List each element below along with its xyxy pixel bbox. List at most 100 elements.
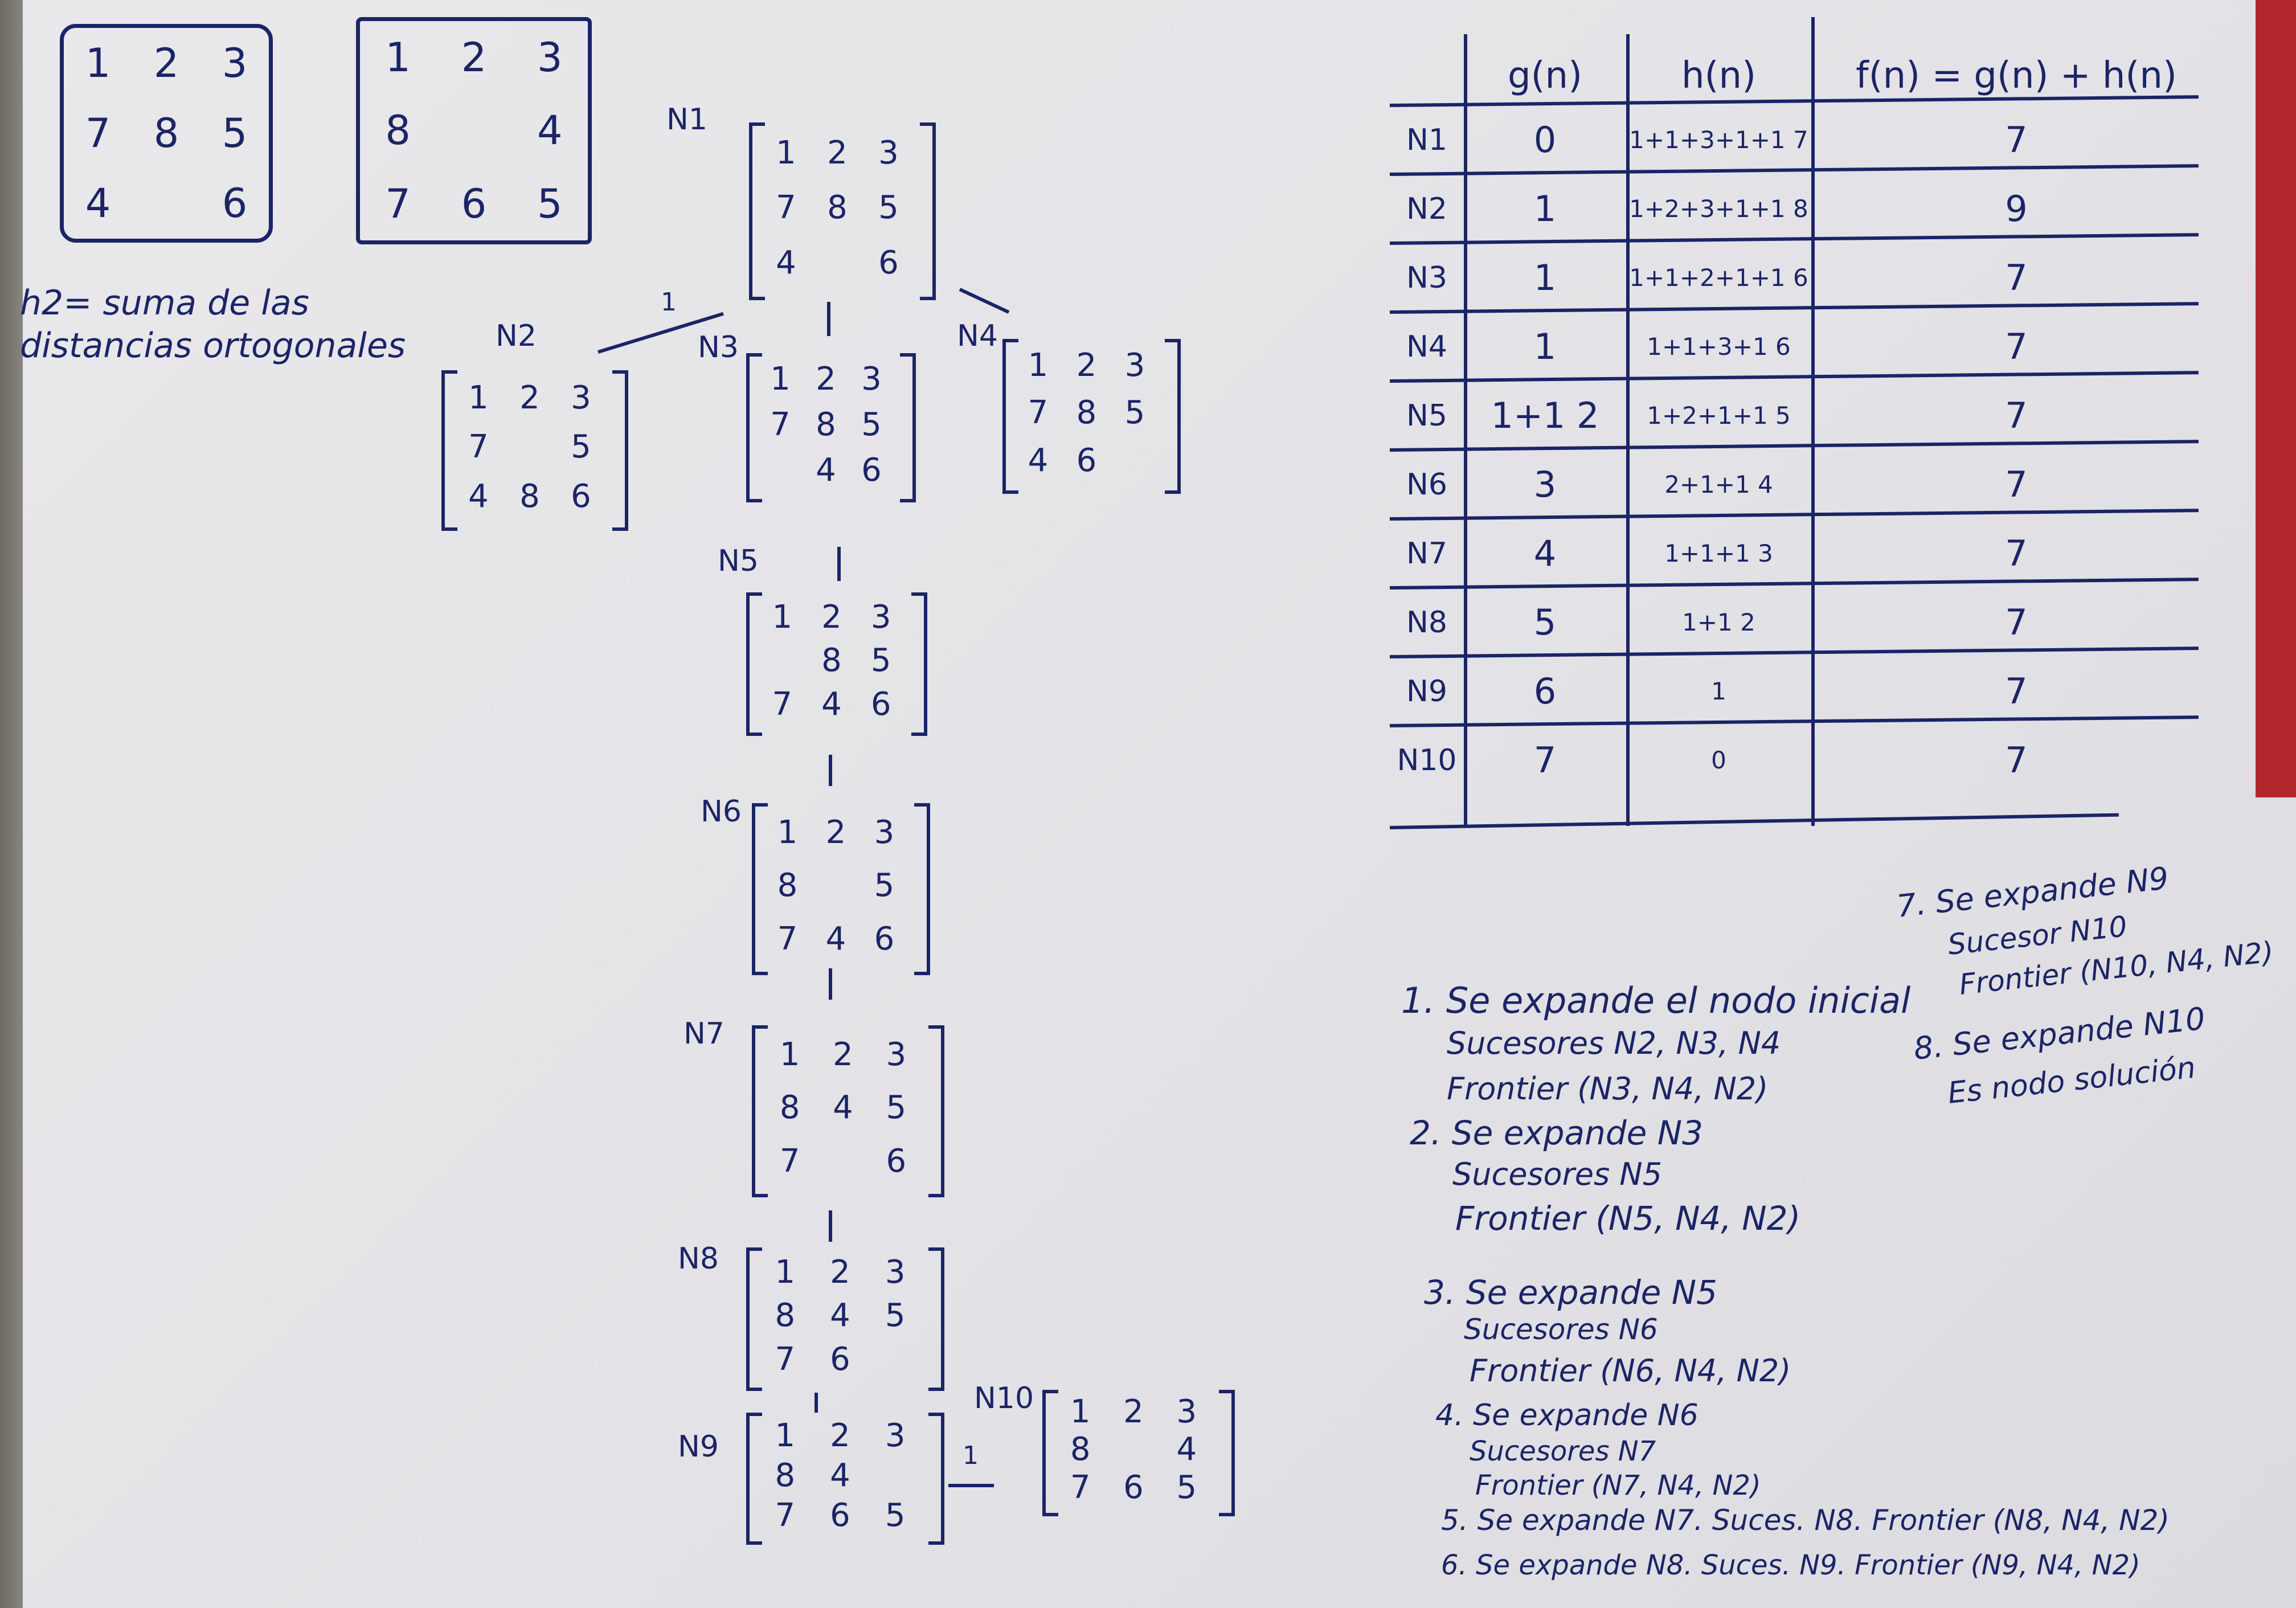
edge-n6-n7: [829, 968, 832, 1000]
tile: [132, 169, 200, 239]
table-header-cell: h(n): [1681, 54, 1757, 97]
step-line: Frontier (N3, N4, N2): [1447, 1071, 1769, 1107]
tile: 4: [468, 478, 489, 515]
tile: 8: [777, 867, 798, 905]
tile: 2: [830, 1417, 850, 1454]
table-cell-node: N2: [1406, 191, 1447, 226]
step-line: Frontier (N7, N4, N2): [1475, 1470, 1761, 1501]
table-cell-h: 1+2+1+1 5: [1647, 402, 1791, 429]
node-label-n2: N2: [496, 319, 537, 353]
matrix-bracket-left: [1002, 339, 1018, 494]
tile: 8: [1070, 1431, 1091, 1468]
step-line: 4. Se expande N6: [1435, 1398, 1699, 1433]
matrix-bracket-right: [911, 592, 927, 736]
step-line: Sucesores N2, N3, N4: [1447, 1025, 1781, 1061]
tile: 3: [571, 379, 591, 416]
edge-label-n1-n2: 1: [661, 288, 677, 317]
tile: 5: [537, 180, 563, 227]
table-cell-g: 1: [1533, 326, 1557, 367]
edge-n3-n5: [837, 547, 841, 581]
tile: 8: [821, 642, 842, 680]
node-label-n10: N10: [974, 1381, 1034, 1415]
tile: 8: [1076, 394, 1097, 432]
table-cell-f: 7: [2005, 670, 2028, 712]
tile: 6: [870, 686, 891, 723]
tile: 6: [1076, 441, 1097, 479]
table-cell-f: 7: [2005, 602, 2028, 643]
tile: 6: [222, 180, 248, 227]
table-cell-f: 7: [2005, 395, 2028, 436]
tile: 8: [519, 478, 540, 515]
matrix-bracket-left: [749, 122, 765, 300]
tile: 4: [537, 107, 563, 154]
tile: 1: [775, 1417, 796, 1454]
table-cell-node: N9: [1406, 674, 1447, 709]
node-label-n6: N6: [701, 795, 742, 829]
tile: 4: [85, 180, 111, 227]
tile: 3: [861, 360, 882, 398]
tile: 5: [878, 189, 899, 227]
tile: [504, 423, 555, 472]
tile: 2: [1123, 1393, 1144, 1430]
table-cell-f: 7: [2005, 119, 2028, 161]
tile: [758, 639, 807, 683]
step-line: 1. Se expande el nodo inicial: [1401, 980, 1911, 1021]
tile: 8: [779, 1089, 800, 1127]
tile: 1: [777, 814, 798, 852]
table-cell-h: 1+1+3+1 6: [1647, 333, 1791, 361]
tile: 6: [1123, 1469, 1144, 1507]
matrix-bracket-right: [914, 803, 930, 975]
tile: 7: [1070, 1469, 1091, 1507]
table-cell-node: N7: [1406, 536, 1447, 571]
matrix-bracket-right: [920, 122, 936, 300]
step-line: 6. Se expande N8. Suces. N9. Frontier (N…: [1441, 1549, 2141, 1581]
node-label-n7: N7: [684, 1017, 725, 1051]
step-line: 2. Se expande N3: [1410, 1114, 1704, 1152]
red-cover-strip: [2256, 0, 2296, 797]
tile: 5: [1176, 1469, 1197, 1507]
node-label-n1: N1: [666, 103, 707, 137]
tile: 1: [775, 1253, 796, 1291]
tile: 4: [776, 244, 796, 282]
tile: 6: [571, 478, 591, 515]
tile: 4: [830, 1456, 850, 1494]
tile: 4: [830, 1297, 850, 1335]
table-cell-g: 1: [1533, 257, 1557, 298]
tile: 3: [878, 134, 899, 171]
table-column-divider: [1811, 17, 1815, 826]
tile: 1: [468, 379, 489, 416]
tile: 7: [775, 1496, 796, 1534]
tile: [867, 1455, 923, 1495]
step-line: 5. Se expande N7. Suces. N8. Frontier (N…: [1441, 1504, 2170, 1537]
tile: 2: [153, 39, 179, 87]
edge-n5-n6: [829, 755, 832, 786]
table-cell-h: 1+1+3+1+1 7: [1629, 126, 1808, 154]
tile: 1: [1028, 347, 1049, 384]
tile: [1107, 1431, 1160, 1469]
table-cell-f: 9: [2005, 188, 2028, 230]
tile: 4: [833, 1089, 853, 1127]
table-cell-g: 1+1 2: [1491, 395, 1599, 436]
tile: 7: [1028, 394, 1049, 432]
tile: 4: [825, 920, 846, 958]
tile: 4: [821, 686, 842, 723]
tile: 8: [153, 109, 179, 157]
tile: [867, 1337, 923, 1381]
tile: 7: [772, 686, 793, 723]
tile: 3: [874, 814, 895, 852]
tile: 5: [885, 1496, 906, 1534]
table-cell-h: 1+1+1 3: [1664, 539, 1773, 567]
step-line: Sucesores N7: [1470, 1435, 1656, 1467]
table-header-cell: g(n): [1507, 54, 1583, 97]
table-column-divider: [1626, 34, 1630, 826]
table-cell-h: 2+1+1 4: [1664, 470, 1773, 498]
tile: 7: [85, 109, 111, 157]
tile: 7: [468, 428, 489, 466]
matrix-bracket-left: [746, 1413, 762, 1545]
step-line: Sucesores N5: [1452, 1156, 1663, 1192]
